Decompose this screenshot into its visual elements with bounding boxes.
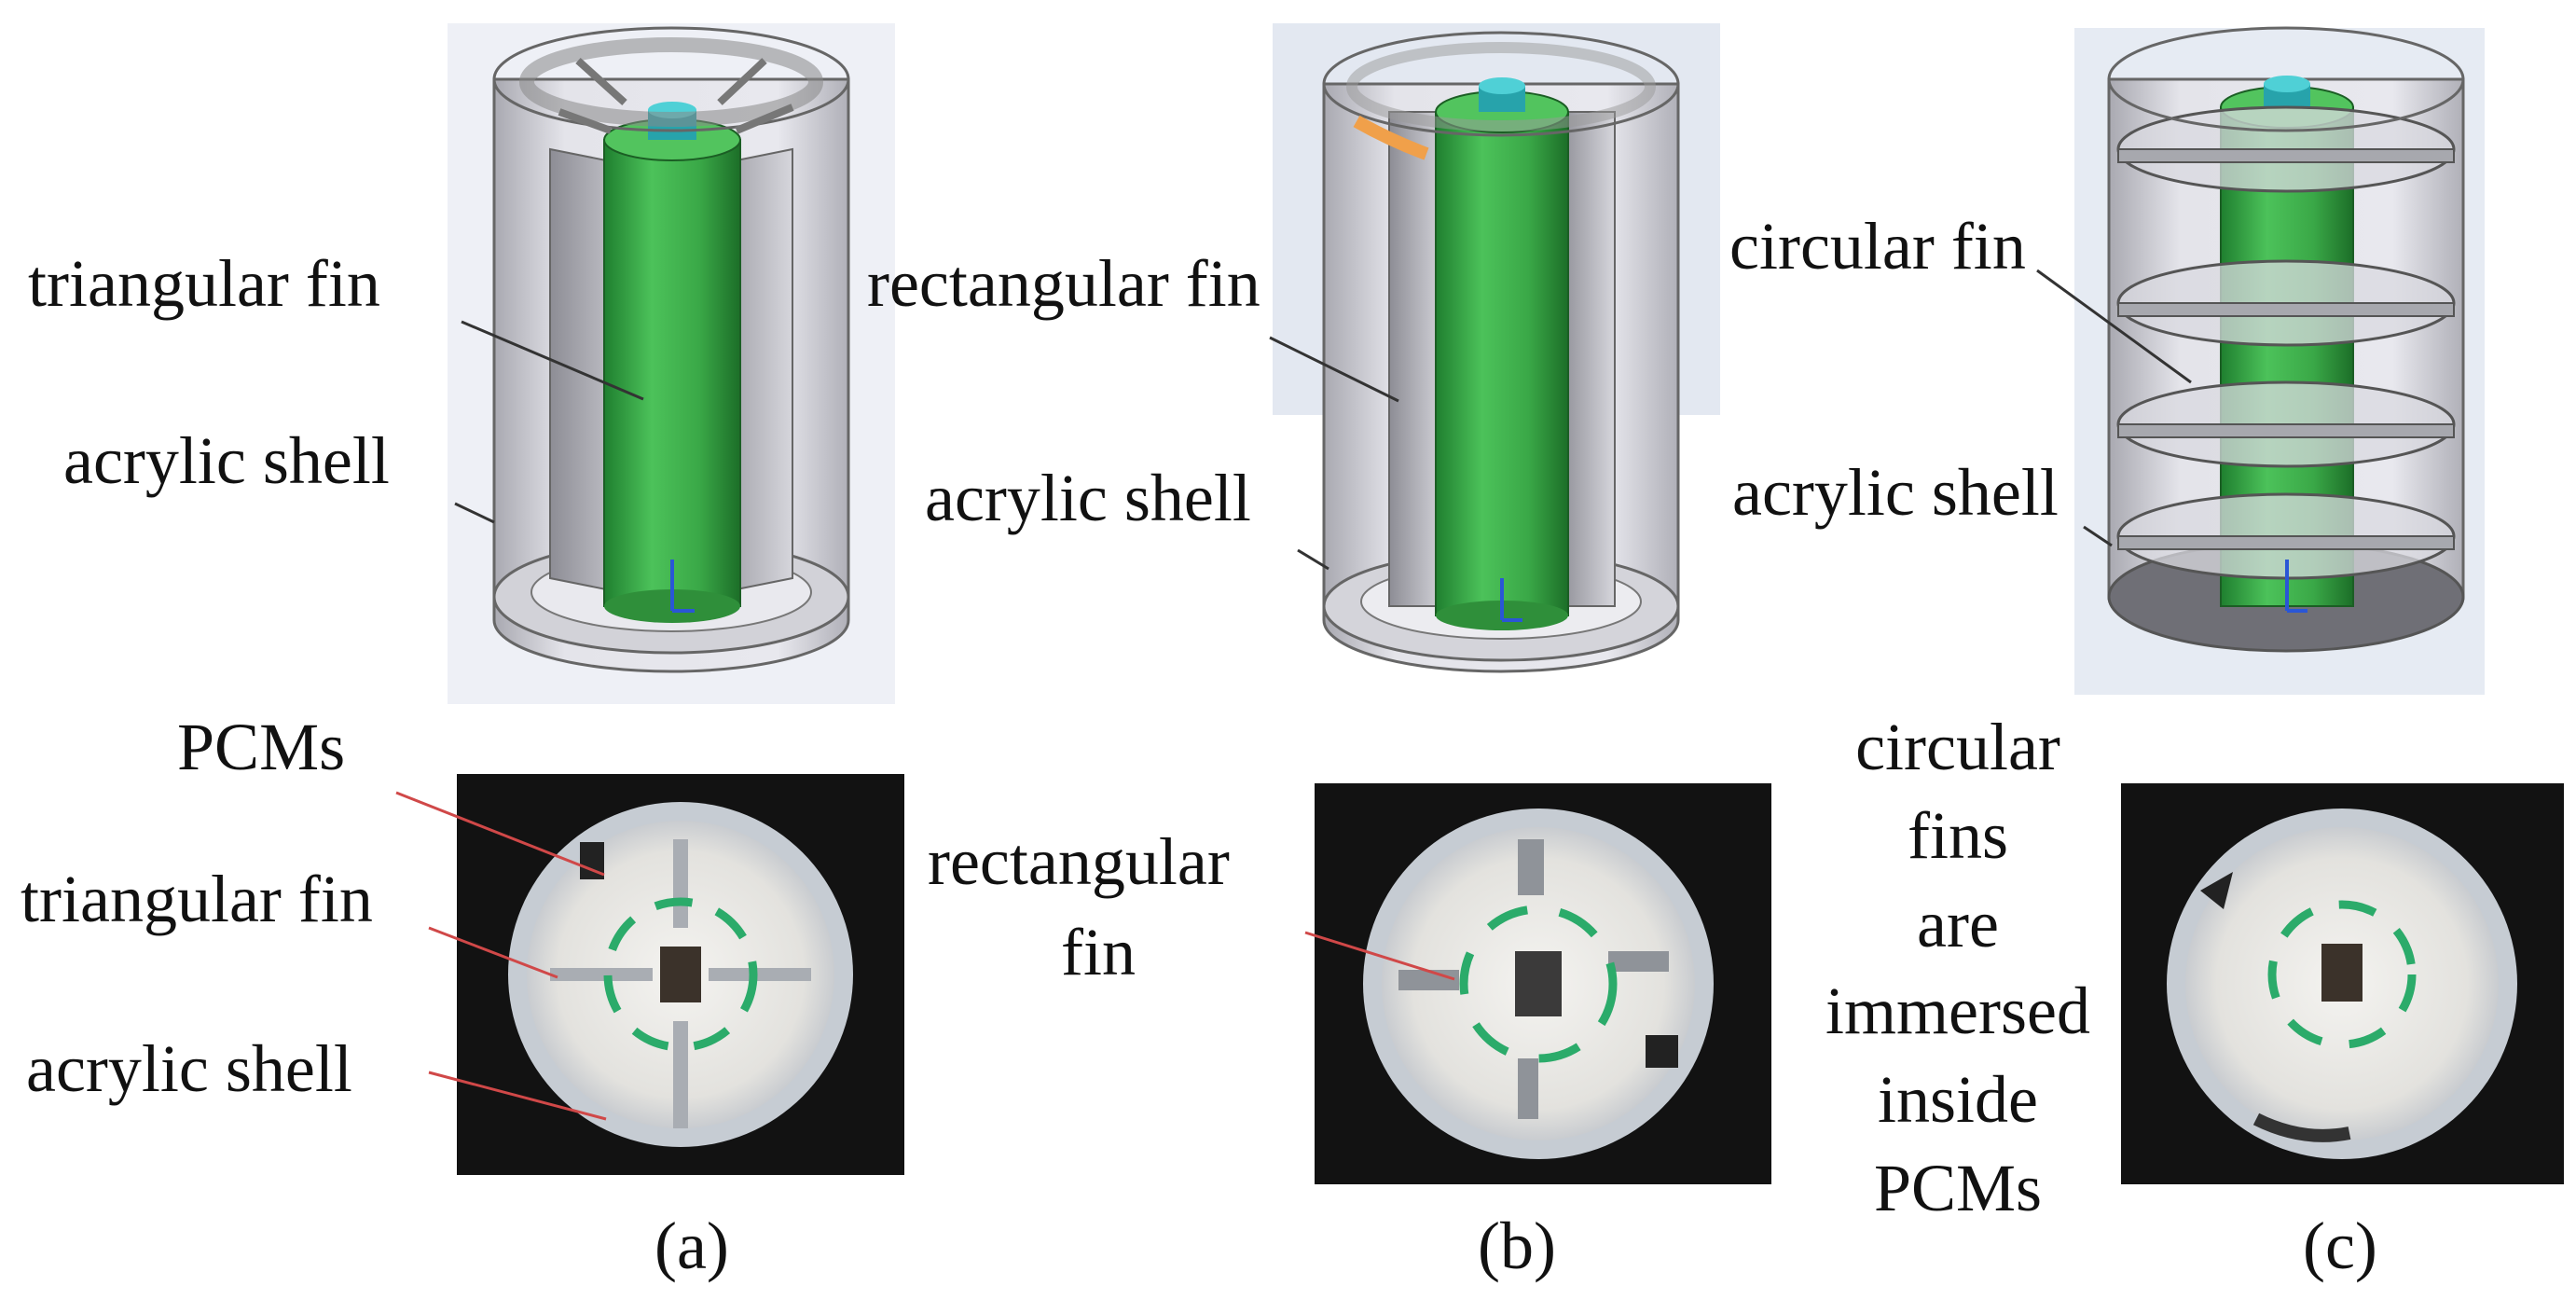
label-photo-rectangular: rectangular [928, 824, 1230, 899]
leader-circular-fin [2036, 269, 2192, 384]
leader-acrylic-shell-a [454, 502, 495, 524]
leader-acrylic-shell-b [1297, 548, 1329, 571]
label-inside: inside [1878, 1062, 2038, 1137]
label-triangular-fin: triangular fin [28, 246, 380, 321]
label-photo-fin: fin [1061, 915, 1136, 989]
leader-photo-acrylic-shell [428, 1071, 607, 1121]
label-acrylic-shell-c: acrylic shell [1732, 455, 2059, 530]
label-circular-fin: circular fin [1729, 209, 2026, 283]
leader-rectangular-fin [1269, 336, 1399, 403]
leader-acrylic-shell-c [2083, 525, 2113, 547]
label-pcms: PCMs [177, 710, 346, 784]
label-acrylic-shell-b: acrylic shell [925, 461, 1251, 535]
model-circular-fin [2074, 26, 2485, 695]
label-photo-triangular-fin: triangular fin [21, 862, 373, 936]
label-pcms-c: PCMs [1873, 1151, 2043, 1225]
leader-pcms [395, 791, 605, 877]
leader-photo-triangular-fin [428, 926, 558, 979]
caption-b: (b) [1478, 1209, 1556, 1283]
leader-photo-rectangular-fin [1304, 931, 1455, 981]
label-photo-acrylic-shell: acrylic shell [26, 1031, 352, 1106]
label-circular: circular [1855, 710, 2060, 784]
leader-triangular-fin [461, 320, 644, 401]
label-immersed: immersed [1825, 974, 2090, 1048]
caption-a: (a) [654, 1209, 729, 1283]
photo-triangular-fin [457, 774, 904, 1175]
photo-rectangular-fin [1315, 783, 1771, 1184]
label-rectangular-fin: rectangular fin [867, 246, 1260, 321]
label-acrylic-shell-a: acrylic shell [63, 423, 390, 498]
photo-circular-fin [2121, 783, 2564, 1184]
label-are: are [1917, 887, 1999, 961]
model-triangular-fin [448, 23, 895, 704]
caption-c: (c) [2303, 1209, 2377, 1283]
label-fins: fins [1908, 798, 2008, 873]
leader-lines [395, 269, 2192, 1121]
model-rectangular-fin [1273, 23, 1720, 673]
